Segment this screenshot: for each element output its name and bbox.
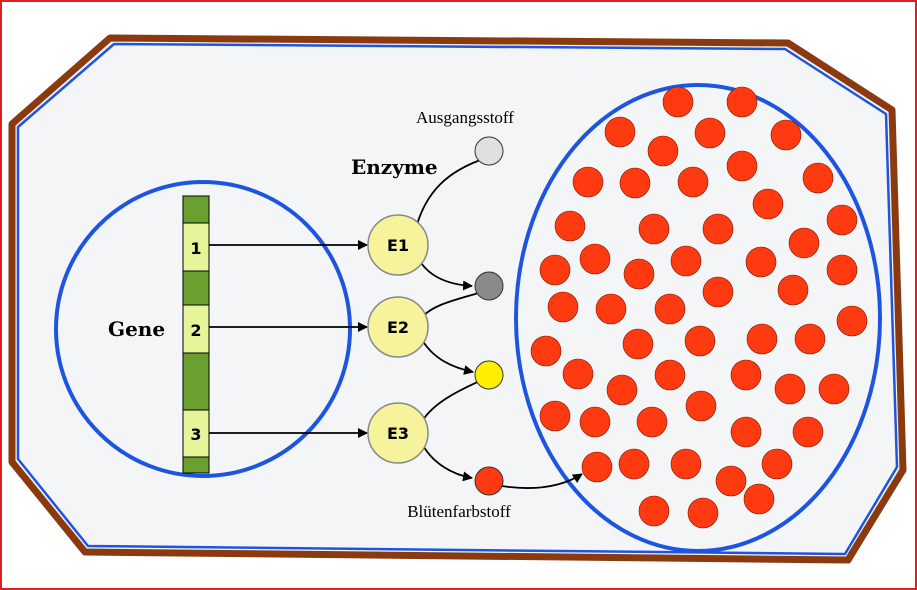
- pathway-start-to-e1: [414, 157, 487, 233]
- pigment-dot: [539, 254, 571, 286]
- vacuole: [514, 83, 882, 553]
- pigment-dot: [670, 448, 702, 480]
- pigment-dot: [684, 325, 716, 357]
- pigment-dot: [623, 258, 655, 290]
- pigment-dot: [687, 497, 719, 529]
- pigment-dot: [579, 406, 611, 438]
- pigment-dot: [792, 416, 824, 448]
- substance-intermediate-grey: [474, 271, 504, 301]
- pigment-dot: [547, 291, 579, 323]
- pigment-dot: [818, 373, 850, 405]
- label-pigment: Blütenfarbstoff: [407, 502, 511, 521]
- pigment-dot: [562, 358, 594, 390]
- enzyme-e1: E1: [367, 214, 429, 276]
- enzyme-label-e2: E2: [387, 318, 409, 337]
- gene-strip: [182, 195, 210, 474]
- cell-membrane: [16, 42, 899, 556]
- pigment-dot: [636, 406, 668, 438]
- pigment-dot: [638, 495, 670, 527]
- pigment-dot: [530, 335, 562, 367]
- gene-number-1: 1: [190, 239, 201, 258]
- pigment-dot: [654, 293, 686, 325]
- pigment-dot: [826, 204, 858, 236]
- enzyme-title: Enzyme: [351, 155, 438, 179]
- pigment-dot: [654, 359, 686, 391]
- pigment-dot: [730, 359, 762, 391]
- substance-pigment: [474, 466, 504, 496]
- pigment-dot: [572, 166, 604, 198]
- pigment-dot: [702, 276, 734, 308]
- gene-title: Gene: [108, 317, 165, 341]
- pigment-dot: [746, 323, 778, 355]
- label-start-substance: Ausgangsstoff: [416, 108, 514, 127]
- pigment-dot: [726, 86, 758, 118]
- pigment-dot: [826, 254, 858, 286]
- pigment-dot: [761, 448, 793, 480]
- pigment-dot: [777, 274, 809, 306]
- pigment-dot: [730, 416, 762, 448]
- enzyme-label-e3: E3: [387, 424, 409, 443]
- pigment-dot: [619, 167, 651, 199]
- enzyme-e2: E2: [367, 296, 429, 358]
- pigment-dot: [752, 188, 784, 220]
- enzyme-label-e1: E1: [387, 236, 409, 255]
- pigment-dot: [745, 246, 777, 278]
- pigment-dot: [579, 243, 611, 275]
- pigment-dot: [836, 305, 868, 337]
- pigment-dot: [694, 117, 726, 149]
- pigment-dot: [662, 86, 694, 118]
- vacuole-pigment-dots: [530, 86, 868, 529]
- pigment-dot: [554, 210, 586, 242]
- pigment-dot: [618, 448, 650, 480]
- pigment-dot: [743, 483, 775, 515]
- pigment-dot: [606, 374, 638, 406]
- pigment-dot: [622, 328, 654, 360]
- pigment-dot: [794, 323, 826, 355]
- pigment-dot: [802, 162, 834, 194]
- nucleus: [54, 180, 352, 478]
- pigment-dot: [774, 373, 806, 405]
- pigment-dot: [726, 150, 758, 182]
- pigment-dot: [670, 245, 702, 277]
- pigment-dot: [677, 166, 709, 198]
- gene-number-3: 3: [190, 425, 201, 444]
- pigment-dot: [702, 213, 734, 245]
- gene-segment-spacer: [182, 195, 210, 224]
- pigment-dot: [770, 119, 802, 151]
- pigment-dot: [638, 213, 670, 245]
- pigment-dot: [788, 227, 820, 259]
- enzyme-e3: E3: [367, 402, 429, 464]
- substance-start: [474, 136, 504, 166]
- pigment-dot: [647, 135, 679, 167]
- pigment-dot: [581, 451, 613, 483]
- pigment-dot: [539, 400, 571, 432]
- gene-segment-spacer: [182, 352, 210, 411]
- gene-segment-2: [182, 304, 210, 354]
- gene-segment-spacer: [182, 270, 210, 306]
- gene-number-2: 2: [190, 321, 201, 340]
- pigment-dot: [595, 293, 627, 325]
- pigment-dot: [685, 390, 717, 422]
- substance-intermediate-yellow: [474, 360, 504, 390]
- gene-segment-spacer: [182, 456, 210, 474]
- pigment-dot: [715, 465, 747, 497]
- pigment-dot: [604, 116, 636, 148]
